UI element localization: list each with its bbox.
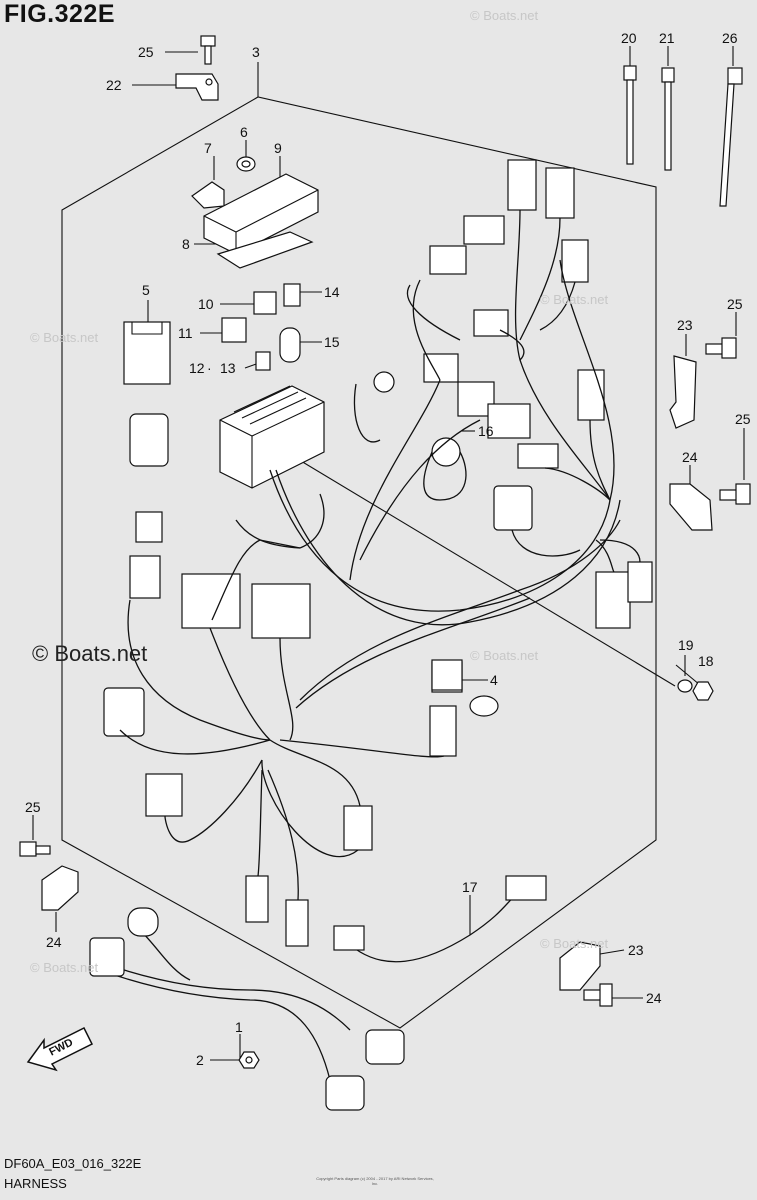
callout-18: 18 <box>698 653 714 669</box>
nut-2 <box>238 1051 260 1069</box>
callout-17: 17 <box>462 879 478 895</box>
callout-11: 11 <box>178 325 193 341</box>
bolt-25-right-b <box>719 483 751 505</box>
callout-25: 25 <box>138 44 154 60</box>
callout-25-right-a: 25 <box>727 296 743 312</box>
relay-11 <box>221 317 247 343</box>
bolt-25-right-a <box>705 337 737 359</box>
cable-tie-20 <box>623 65 637 165</box>
watermark-main: © Boats.net <box>32 641 148 666</box>
callout-12: 12 <box>189 360 205 376</box>
seal-8 <box>216 231 314 269</box>
figure-code: DF60A_E03_016_322E <box>4 1156 142 1171</box>
connector-boot-left <box>129 413 169 599</box>
callout-25-left: 25 <box>25 799 41 815</box>
cable-tie-26 <box>719 67 743 207</box>
callout-13: 13 <box>220 360 236 376</box>
sub-harness-17 <box>333 875 547 963</box>
fuse-14 <box>283 283 301 307</box>
bracket-23-right <box>669 355 697 429</box>
nut-18 <box>692 681 714 701</box>
callout-9: 9 <box>274 140 282 156</box>
callout-5: 5 <box>142 282 150 298</box>
callout-4: 4 <box>490 672 498 688</box>
callout-24-left: 24 <box>46 934 62 950</box>
callout-dot: · <box>207 360 212 376</box>
callout-2: 2 <box>196 1052 204 1068</box>
callout-19: 19 <box>678 637 694 653</box>
watermark: © Boats.net <box>30 330 99 345</box>
callout-24-bottom: 24 <box>646 990 662 1006</box>
callout-21: 21 <box>659 30 675 46</box>
watermark: © Boats.net <box>540 292 609 307</box>
relay-4 <box>431 659 499 717</box>
leader-lines <box>32 46 745 1061</box>
bolt-25-top <box>200 35 216 65</box>
callout-24-right: 24 <box>682 449 698 465</box>
cable-tie-21 <box>661 67 675 171</box>
callout-20: 20 <box>621 30 637 46</box>
connector-cluster-right <box>423 159 653 629</box>
watermark: © Boats.net <box>540 936 609 951</box>
washer-19 <box>677 679 693 693</box>
connector-large-left <box>181 573 311 639</box>
fwd-arrow <box>26 1026 94 1072</box>
callout-14: 14 <box>324 284 340 300</box>
fuse-12-13 <box>255 351 271 371</box>
harness-wires <box>119 209 641 901</box>
harness-1 <box>89 907 405 1111</box>
callout-10: 10 <box>198 296 214 312</box>
figure-caption: HARNESS <box>4 1176 67 1191</box>
copyright-note: Copyright Parts diagram (c) 2004 - 2017 … <box>316 1176 434 1186</box>
bracket-24-right <box>669 483 713 531</box>
callout-23-right: 23 <box>677 317 693 333</box>
watermark: © Boats.net <box>470 648 539 663</box>
callout-7: 7 <box>204 140 212 156</box>
callout-16: 16 <box>478 423 494 439</box>
relay-10 <box>253 291 277 315</box>
fuse-puller-15 <box>279 327 301 363</box>
watermark: © Boats.net <box>470 8 539 23</box>
bolt-24-bottom <box>583 983 613 1007</box>
callout-26: 26 <box>722 30 738 46</box>
callout-25-right-b: 25 <box>735 411 751 427</box>
grommet-6 <box>236 156 256 172</box>
fuse-box <box>219 385 325 489</box>
callout-22: 22 <box>106 77 122 93</box>
clip-7 <box>191 181 225 209</box>
bracket-22 <box>175 73 219 101</box>
figure-title: FIG.322E <box>4 0 115 28</box>
callout-1: 1 <box>235 1019 243 1035</box>
callout-15: 15 <box>324 334 340 350</box>
sensor-16 <box>373 371 461 467</box>
watermark: © Boats.net <box>30 960 99 975</box>
callout-6: 6 <box>240 124 248 140</box>
callout-23-bottom: 23 <box>628 942 644 958</box>
connector-mid <box>103 661 463 947</box>
bracket-24-left <box>41 865 79 911</box>
callout-8: 8 <box>182 236 190 252</box>
bracket-23-bottom <box>559 941 601 991</box>
callout-3: 3 <box>252 44 260 60</box>
relay-5 <box>123 321 171 385</box>
bolt-25-left <box>19 841 51 857</box>
